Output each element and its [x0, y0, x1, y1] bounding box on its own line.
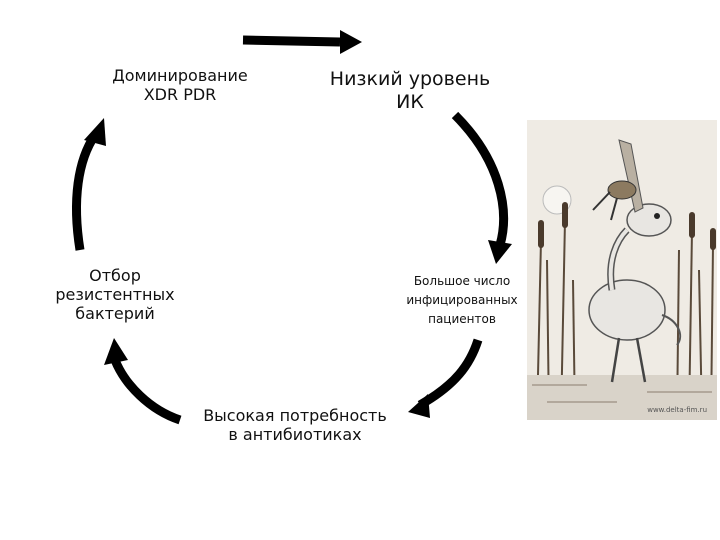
node-dominance-line2: XDR PDR: [143, 85, 217, 105]
node-infected: Большое число инфицированных пациентов: [392, 272, 532, 330]
heron-frog-cartoon: www.delta-fim.ru: [527, 120, 717, 421]
node-low-ic-line1: Низкий уровень: [329, 68, 491, 90]
node-demand-line1: Высокая потребность: [203, 406, 387, 425]
arrow-right-head: [488, 240, 512, 264]
arrow-left: [72, 132, 99, 251]
node-dominance-line1: Доминирование: [112, 66, 248, 85]
arrow-right: [451, 111, 509, 247]
node-demand-line2: в антибиотиках: [228, 425, 362, 445]
arrow-left-head: [84, 118, 106, 146]
node-low-ic: Низкий уровень ИК: [320, 68, 500, 114]
node-low-ic-line2: ИК: [396, 90, 424, 113]
node-dominance: Доминирование XDR PDR: [100, 66, 260, 104]
node-selection: Отбор резистентных бактерий: [40, 266, 190, 324]
cartoon-drawing: [527, 120, 717, 421]
cartoon-credit: www.delta-fim.ru: [647, 406, 707, 414]
arrow-bottom-right-head: [408, 394, 430, 418]
arrow-top-head: [340, 30, 362, 54]
node-infected-line1: Большое число: [413, 274, 511, 288]
node-infected-line3: пациентов: [428, 312, 496, 327]
arrow-top: [242, 35, 341, 47]
node-infected-line2: инфицированных: [406, 293, 518, 308]
arrow-bottom-right: [417, 338, 483, 409]
node-selection-line1: Отбор: [89, 266, 141, 285]
node-selection-line3: бактерий: [75, 304, 155, 324]
arrow-bottom-left-head: [104, 338, 128, 365]
node-selection-line2: резистентных: [55, 285, 175, 305]
arrow-bottom-left: [110, 358, 182, 425]
node-demand: Высокая потребность в антибиотиках: [190, 406, 400, 444]
